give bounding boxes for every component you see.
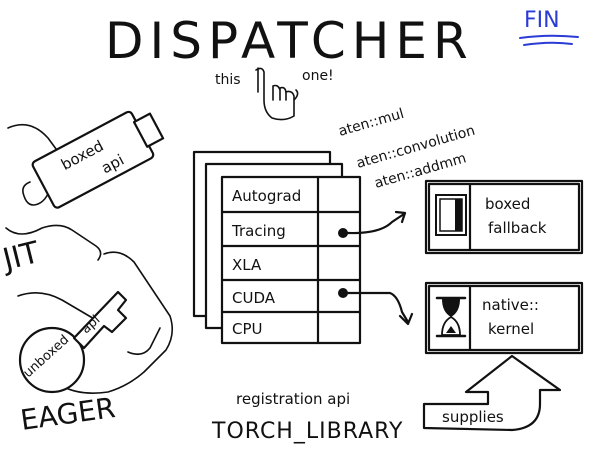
hourglass-icon	[435, 296, 467, 338]
native-kernel-line2: kernel	[488, 320, 534, 338]
pointer-note-left: this	[215, 72, 241, 88]
eager-label: EAGER	[18, 391, 117, 437]
boxed-fallback-box: boxed fallback	[424, 179, 584, 255]
box-icon	[435, 194, 467, 236]
boxed-fallback-line1: boxed	[485, 195, 530, 213]
boxed-api-key-tip	[132, 112, 165, 148]
torch-library-label: TORCH_LIBRARY	[211, 419, 403, 444]
table-row-tracing: Tracing	[231, 222, 286, 240]
unboxed-api-key-ring	[18, 326, 86, 394]
boxed-fallback-inner	[427, 182, 581, 252]
tracing-dot	[338, 228, 348, 238]
registration-api-label: registration api	[236, 390, 350, 408]
supplies-arrow-shape	[422, 354, 562, 432]
jit-label: JIT	[0, 235, 44, 278]
op-mul: aten::mul	[337, 106, 406, 140]
jit-hand-group: boxed api JIT	[0, 110, 165, 278]
arrow-to-boxed-fallback	[346, 210, 407, 235]
supplies-label: supplies	[442, 408, 504, 426]
arrow-to-native-kernel	[346, 291, 414, 326]
table-row-autograd: Autograd	[232, 187, 301, 205]
boxed-api-key: boxed api	[31, 110, 165, 209]
table-row-xla: XLA	[232, 256, 262, 274]
supplies-arrow: supplies	[422, 354, 562, 432]
pointer-note: this one!	[215, 67, 334, 121]
unboxed-api-key: unboxed api	[18, 290, 128, 394]
boxed-fallback-line2: fallback	[488, 219, 547, 237]
pointer-note-right: one!	[302, 68, 334, 84]
dispatch-table-stack: Autograd Tracing XLA CUDA CPU	[192, 150, 362, 345]
diagram-title: DISPATCHER	[105, 12, 474, 70]
eager-hand-group: unboxed api EAGER	[17, 251, 174, 437]
unboxed-api-key-shaft	[72, 290, 128, 350]
fin-mark: FIN	[519, 8, 579, 46]
native-kernel-frame	[424, 281, 584, 355]
native-kernel-line1: native::	[482, 296, 539, 314]
eager-hand-icon	[17, 251, 174, 394]
fin-underline	[519, 34, 579, 46]
cuda-dot	[338, 288, 348, 298]
table-row-cpu: CPU	[232, 320, 263, 338]
table-row-cuda: CUDA	[232, 289, 276, 307]
pointing-hand-icon	[255, 67, 299, 121]
native-kernel-box: native:: kernel	[424, 281, 584, 355]
native-kernel-inner	[427, 284, 581, 352]
dispatch-table	[220, 175, 362, 345]
fin-text: FIN	[524, 8, 560, 33]
